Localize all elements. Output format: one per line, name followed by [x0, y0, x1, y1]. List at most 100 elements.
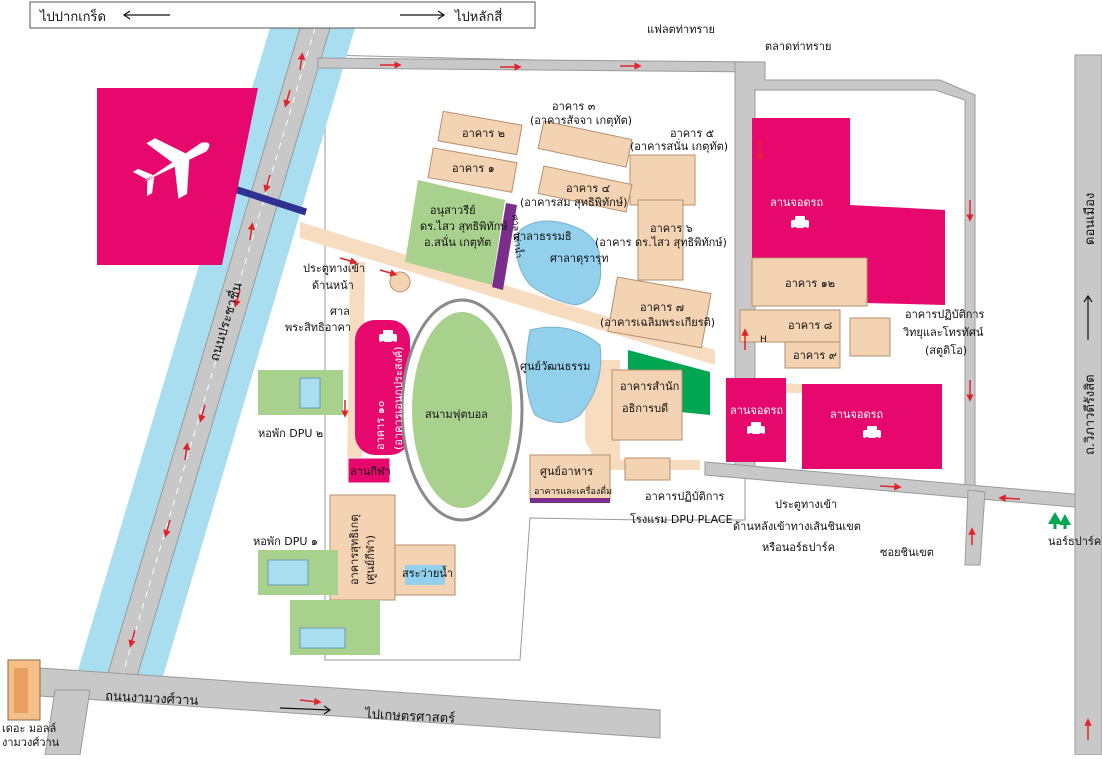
label-northpark: นอร์ธปาร์ค: [1048, 535, 1101, 548]
label-building-4-sub: (อาคารสม สุทธิพิทักษ์): [520, 196, 627, 209]
label-soi: ซอยชินเขต: [880, 546, 934, 559]
label-radio-1: อาคารปฏิบัติการ: [905, 308, 985, 321]
label-building-7-sub: (อาคารเฉลิมพระเกียรติ): [600, 316, 715, 329]
memorial-garden: [405, 180, 505, 285]
label-front-gate-2: ด้านหน้า: [312, 279, 354, 292]
label-building-9: อาคาร ๙: [793, 349, 837, 362]
label-building-6: อาคาร ๖: [650, 222, 693, 235]
building-3: [537, 120, 633, 168]
label-admin-2: อธิการบดี: [622, 402, 668, 415]
tree-icon: [1048, 512, 1071, 529]
top-sign-left: ไปปากเกร็ด: [39, 7, 106, 25]
parking-lot-left: [726, 378, 786, 462]
label-memorial-1: อนุสาวรีย์: [430, 204, 476, 217]
label-building-12: อาคาร ๑๒: [785, 277, 835, 290]
purple-pavilion: [492, 203, 517, 290]
road-don-mueang: ดอนเมือง: [1082, 193, 1098, 245]
vibhavadi-road: [1074, 54, 1102, 756]
building-2: [437, 110, 523, 156]
label-building-10: อาคาร ๑๐: [374, 401, 387, 450]
label-memorial-2: ดร.ไสว สุทธิพิทักษ์: [420, 220, 508, 233]
building-4: [537, 165, 633, 213]
car-icon: [863, 426, 881, 441]
label-building-8: อาคาร ๘: [788, 319, 832, 332]
label-shrine-2: พระสิทธิอาคา: [285, 321, 351, 334]
label-admin-1: อาคารสำนัก: [620, 380, 679, 393]
label-shrine-1: ศาล: [330, 305, 350, 318]
bottom-sign-right: ไปเกษตรศาสตร์: [364, 706, 456, 727]
label-building-5: อาคาร ๕: [670, 127, 714, 140]
studio-building: [849, 317, 891, 357]
label-parking-right: ลานจอดรถ: [830, 408, 883, 421]
arrow-right-icon: [279, 705, 332, 715]
football-field: [412, 312, 512, 508]
soi-road: [964, 489, 986, 566]
culture-pool: [525, 326, 602, 423]
label-court: ลานกีฬา: [350, 465, 391, 478]
label-back-gate-2: ด้านหลังเข้าทางเส้นชินเขต: [733, 520, 861, 533]
top-signboard: [29, 1, 536, 29]
label-dorm-1: หอพัก DPU ๑: [253, 535, 318, 548]
building-9: [784, 341, 841, 369]
label-food-1: ศูนย์อาหาร: [540, 465, 593, 478]
sport-building: [329, 494, 396, 601]
building-12: [751, 257, 868, 307]
sport-court: [347, 457, 391, 484]
label-building-3-sub: (อาคารสัจจา เกตุทัต): [530, 114, 632, 127]
label-building-1: อาคาร ๑: [452, 162, 495, 175]
car-icon: [791, 216, 809, 231]
label-building-5-sub: (อาคารสนั่น เกตุทัต): [630, 138, 728, 153]
airplane-icon: [132, 138, 210, 199]
traffic-arrows: [128, 52, 1092, 740]
arrow-right-icon: [400, 10, 446, 20]
label-food-2: อาคารและเครื่องดื่ม: [534, 484, 612, 497]
label-parking-big: ลานจอดรถ: [770, 196, 823, 209]
label-flat-tha-sai: แฟลตท่าทราย: [647, 23, 715, 36]
building-10: [355, 320, 410, 455]
label-memorial-3: อ.สนั่น เกตุทัต: [424, 234, 491, 249]
building-6: [637, 199, 684, 281]
shrine: [389, 271, 411, 293]
label-building-2: อาคาร ๒: [462, 127, 505, 140]
label-building-3: อาคาร ๓: [552, 100, 595, 113]
building-7: [607, 276, 712, 349]
label-building-4: อาคาร ๔: [566, 182, 610, 195]
label-practice-2: โรงแรม DPU PLACE: [630, 512, 733, 526]
label-building-6-sub: (อาคาร ดร.ไสว สุทธิพิทักษ์): [595, 236, 727, 249]
label-parking-left: ลานจอดรถ: [730, 404, 783, 417]
label-culture: ศูนย์วัฒนธรรม: [520, 360, 590, 373]
label-building-10-sub: (อาคารเอนกประสงค์): [392, 346, 405, 450]
arrow-left-icon: [122, 10, 170, 20]
label-football: สนามฟุตบอล: [425, 408, 488, 421]
label-h-mark: H: [760, 335, 767, 345]
label-religion-1: ศาลาธรรมธิ: [513, 230, 572, 243]
label-radio-2: วิทยุและโทรทัศน์: [902, 325, 984, 339]
label-practice-1: อาคารปฏิบัติการ: [645, 490, 725, 503]
label-building-7: อาคาร ๗: [640, 301, 684, 314]
label-dorm-2: หอพัก DPU ๒: [258, 427, 323, 440]
admin-building: [611, 369, 683, 441]
religion-pool: [516, 220, 602, 306]
label-back-gate-1: ประตูทางเข้า: [775, 498, 837, 511]
label-pool: สระว่ายน้ำ: [402, 565, 453, 580]
label-radio-3: (สตูดิโอ): [925, 343, 967, 357]
car-icon: [747, 422, 765, 437]
label-mall-1: เดอะ มอลล์: [2, 722, 56, 735]
label-mall-2: งามวงศ์วาน: [2, 736, 60, 749]
label-talat-tha-sai: ตลาดท่าทราย: [765, 40, 831, 53]
label-back-gate-3: หรือนอร์ธปาร์ค: [762, 541, 835, 554]
practice-building: [624, 457, 671, 481]
label-sport-2: (ศูนย์กีฬา): [364, 535, 377, 585]
label-front-gate-1: ประตูทางเข้า: [303, 262, 365, 275]
building-1: [427, 147, 518, 193]
building-5: [629, 154, 696, 206]
label-religion-2: ศาลาดุรารุท: [550, 252, 608, 265]
car-icon: [379, 330, 397, 345]
arrow-up-icon: [1083, 294, 1093, 340]
bottom-road-name: ถนนงามวงศ์วาน: [105, 688, 199, 709]
road-vibhavadi: ถ.วิภาวดีรังสิต: [1082, 374, 1098, 455]
label-sport-1: อาคารสุทธิเกตุ: [348, 515, 361, 585]
top-sign-right: ไปหลักสี่: [454, 8, 502, 25]
food-center: [529, 454, 611, 501]
